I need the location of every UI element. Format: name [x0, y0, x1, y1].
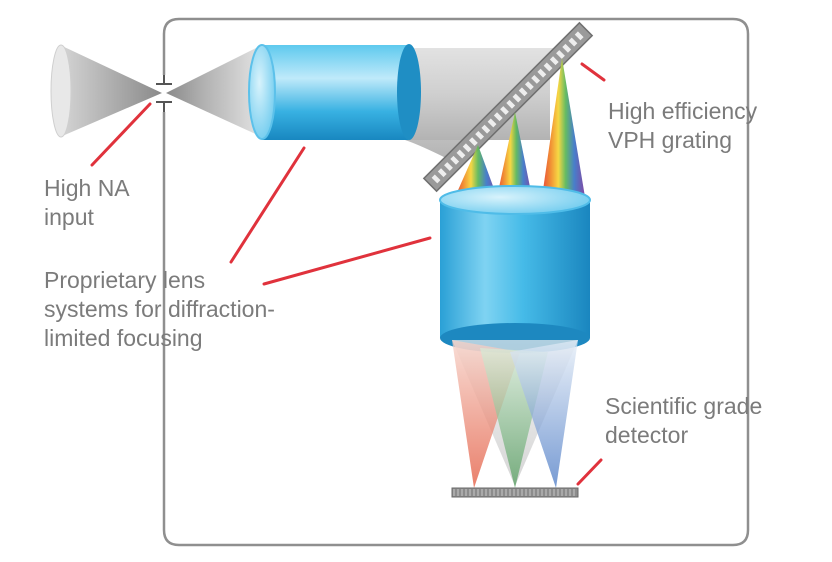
callout-input [90, 102, 152, 167]
grating-line [462, 143, 472, 153]
grating-line [574, 31, 584, 41]
vph-grating [422, 21, 594, 193]
grating-line [500, 106, 509, 115]
grating-line [531, 74, 541, 84]
focused-rays [452, 340, 578, 488]
grating-line [487, 118, 497, 128]
callout-lens-2 [262, 236, 432, 286]
grating-line [481, 124, 491, 134]
grating-line [493, 112, 503, 122]
detector [451, 487, 579, 498]
grating-line [456, 149, 466, 159]
label-lens-systems: Proprietary lens systems for diffraction… [44, 267, 275, 351]
grating-line [568, 37, 578, 47]
callout-lines [90, 62, 606, 486]
grating-line [437, 168, 447, 178]
grating-line [518, 87, 528, 97]
grating-line [512, 93, 522, 103]
callout-detector [576, 458, 603, 486]
callout-lens-1 [229, 146, 306, 264]
grating-line [468, 137, 478, 147]
input-light-cone [50, 44, 162, 138]
grating-line [444, 162, 453, 171]
dispersed-spectrum [455, 58, 585, 197]
focusing-lens [439, 185, 591, 353]
grating-line [562, 43, 572, 53]
grating-line [450, 155, 460, 165]
collimating-lens [248, 44, 421, 140]
callout-grating [580, 62, 606, 82]
grating-line [537, 68, 547, 78]
diverging-light-cone [166, 45, 262, 137]
label-vph-grating: High efficiency VPH grating [608, 98, 758, 153]
enclosure-outline [162, 17, 750, 547]
entrance-slit [156, 75, 172, 112]
grating-line [549, 56, 559, 66]
grating-line [524, 81, 534, 91]
grating-line [543, 62, 553, 72]
grating-line [506, 99, 516, 109]
grating-line [556, 50, 565, 59]
label-detector: Scientific grade detector [605, 393, 763, 448]
grating-line [475, 130, 485, 140]
grating-line [431, 174, 441, 184]
label-high-na-input: High NA input [44, 175, 130, 230]
